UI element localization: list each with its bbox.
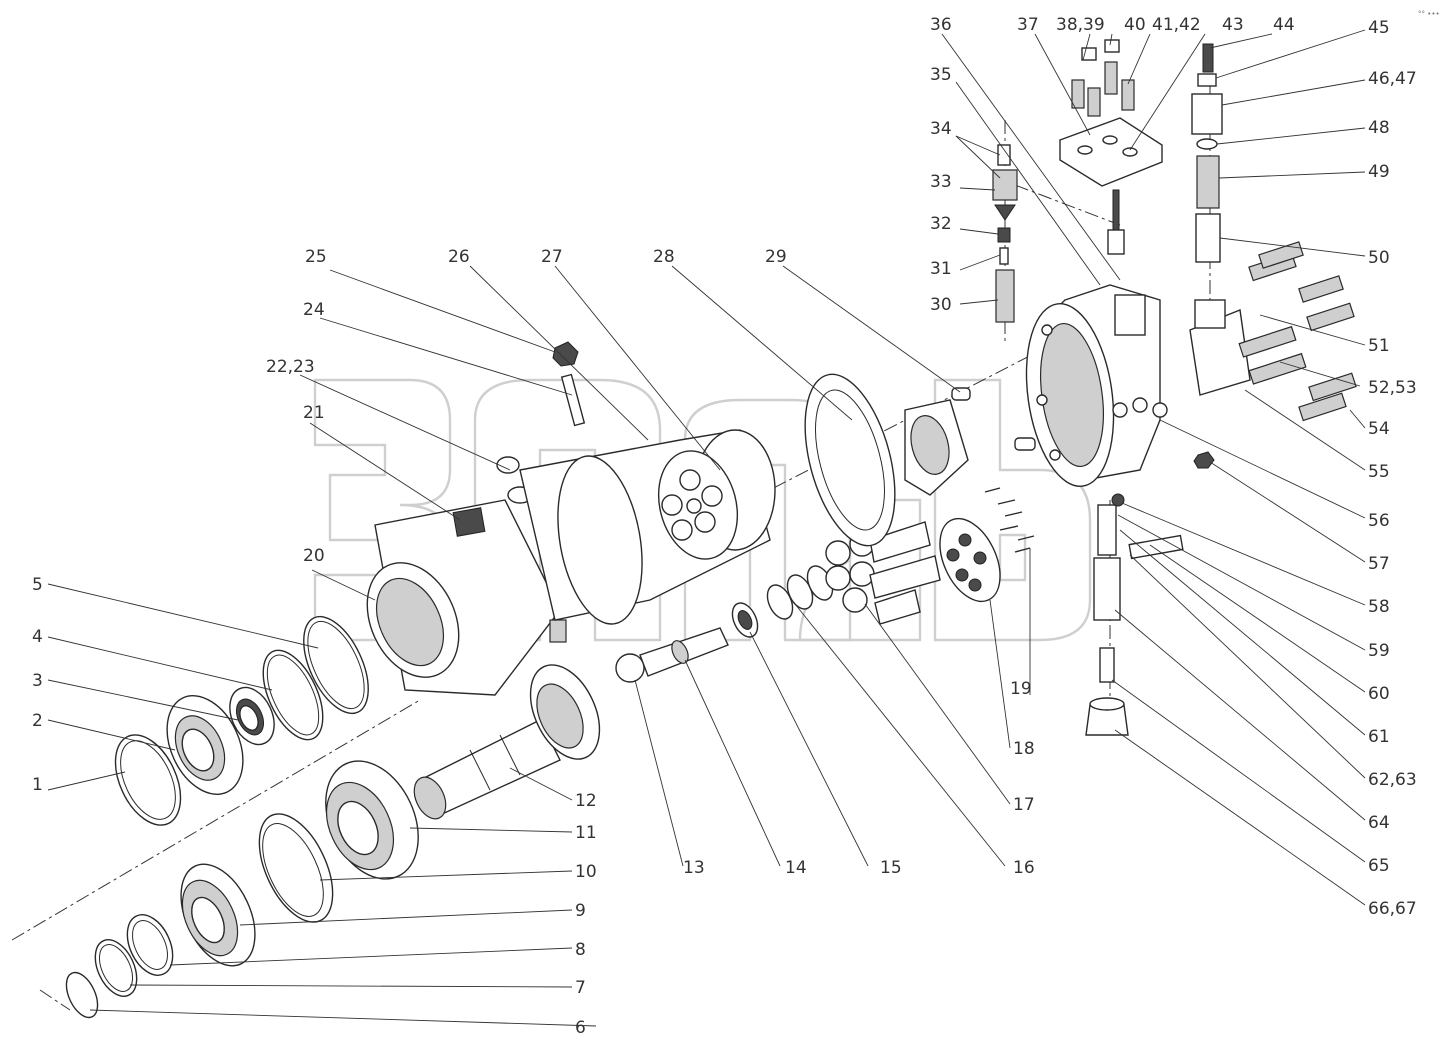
part-gasket [804,373,896,547]
label-26: 26 [448,247,470,267]
label-15: 15 [880,858,902,878]
part-top-cover [1059,39,1163,255]
part-small-rings [65,914,174,1019]
label-2: 2 [32,711,43,731]
label-28: 28 [653,247,675,267]
part-plugs [496,341,586,643]
label-37: 37 [1017,15,1039,35]
part-drive-shaft [413,664,601,820]
label-24: 24 [303,300,325,320]
part-bearing-large [325,760,419,880]
label-62-63: 62,63 [1368,770,1417,790]
label-32: 32 [930,214,952,234]
label-21: 21 [303,403,325,423]
cover-axis [1014,184,1121,226]
label-51: 51 [1368,336,1390,356]
label-65: 65 [1368,856,1390,876]
part-spacer-ring [258,813,334,923]
label-34: 34 [930,119,952,139]
part-o-rings [262,615,369,741]
label-1: 1 [32,775,43,795]
label-20: 20 [303,546,325,566]
label-52-53: 52,53 [1368,378,1417,398]
part-shaft-seal [229,686,275,746]
label-16: 16 [1013,858,1035,878]
part-center-pin [615,627,729,683]
label-5: 5 [32,575,43,595]
label-11: 11 [575,823,597,843]
part-seal-housing [166,695,244,795]
part-pins [984,487,1035,553]
part-pump-housing [519,429,776,625]
label-55: 55 [1368,462,1390,482]
label-56: 56 [1368,511,1390,531]
part-pistons [825,521,941,625]
label-43: 43 [1222,15,1244,35]
part-retainer-plate [939,517,1001,603]
part-dowel-pins [951,387,1036,451]
part-main-housing [1025,284,1251,487]
part-front-housing [366,499,561,696]
label-59: 59 [1368,641,1390,661]
label-60: 60 [1368,684,1390,704]
label-38-39: 38,39 [1056,15,1105,35]
axis-tail [39,989,71,1011]
part-relief-valve [992,144,1018,323]
label-10: 10 [575,862,597,882]
label-64: 64 [1368,813,1390,833]
label-17: 17 [1013,795,1035,815]
label-4: 4 [32,627,43,647]
label-50: 50 [1368,248,1390,268]
label-61: 61 [1368,727,1390,747]
part-valve-cartridge [1191,43,1223,263]
label-44: 44 [1273,15,1295,35]
label-22-23: 22,23 [266,357,315,377]
label-7: 7 [575,978,586,998]
part-bolts [1238,241,1357,422]
part-retaining-ring [114,734,182,826]
label-18: 18 [1013,739,1035,759]
corner-mark: °° ••• [1418,10,1440,18]
label-41-42: 41,42 [1152,15,1201,35]
part-spring-rings [766,565,834,620]
label-49: 49 [1368,162,1390,182]
label-29: 29 [765,247,787,267]
leader-lines [47,29,1366,1027]
label-3: 3 [32,671,43,691]
callout-labels: 1 2 3 4 5 6 7 8 9 10 11 12 13 14 15 16 1… [32,15,1417,1038]
label-19: 19 [1010,679,1032,699]
label-12: 12 [575,791,597,811]
label-48: 48 [1368,118,1390,138]
label-54: 54 [1368,419,1390,439]
part-lower-spool [1085,493,1184,736]
label-31: 31 [930,259,952,279]
label-9: 9 [575,901,586,921]
label-66-67: 66,67 [1368,899,1417,919]
part-bearing-small [180,863,256,967]
label-58: 58 [1368,597,1390,617]
label-6: 6 [575,1018,586,1038]
main-axis-lower [11,699,421,941]
label-30: 30 [930,295,952,315]
part-washer [731,602,759,638]
label-45: 45 [1368,18,1390,38]
label-8: 8 [575,940,586,960]
label-36: 36 [930,15,952,35]
part-valve-plate [904,399,969,496]
part-nut [1193,451,1215,469]
label-27: 27 [541,247,563,267]
label-14: 14 [785,858,807,878]
label-33: 33 [930,172,952,192]
label-57: 57 [1368,554,1390,574]
label-40: 40 [1124,15,1146,35]
label-46-47: 46,47 [1368,69,1417,89]
label-13: 13 [683,858,705,878]
label-35: 35 [930,65,952,85]
label-25: 25 [305,247,327,267]
part-cylinder-block [657,450,739,560]
